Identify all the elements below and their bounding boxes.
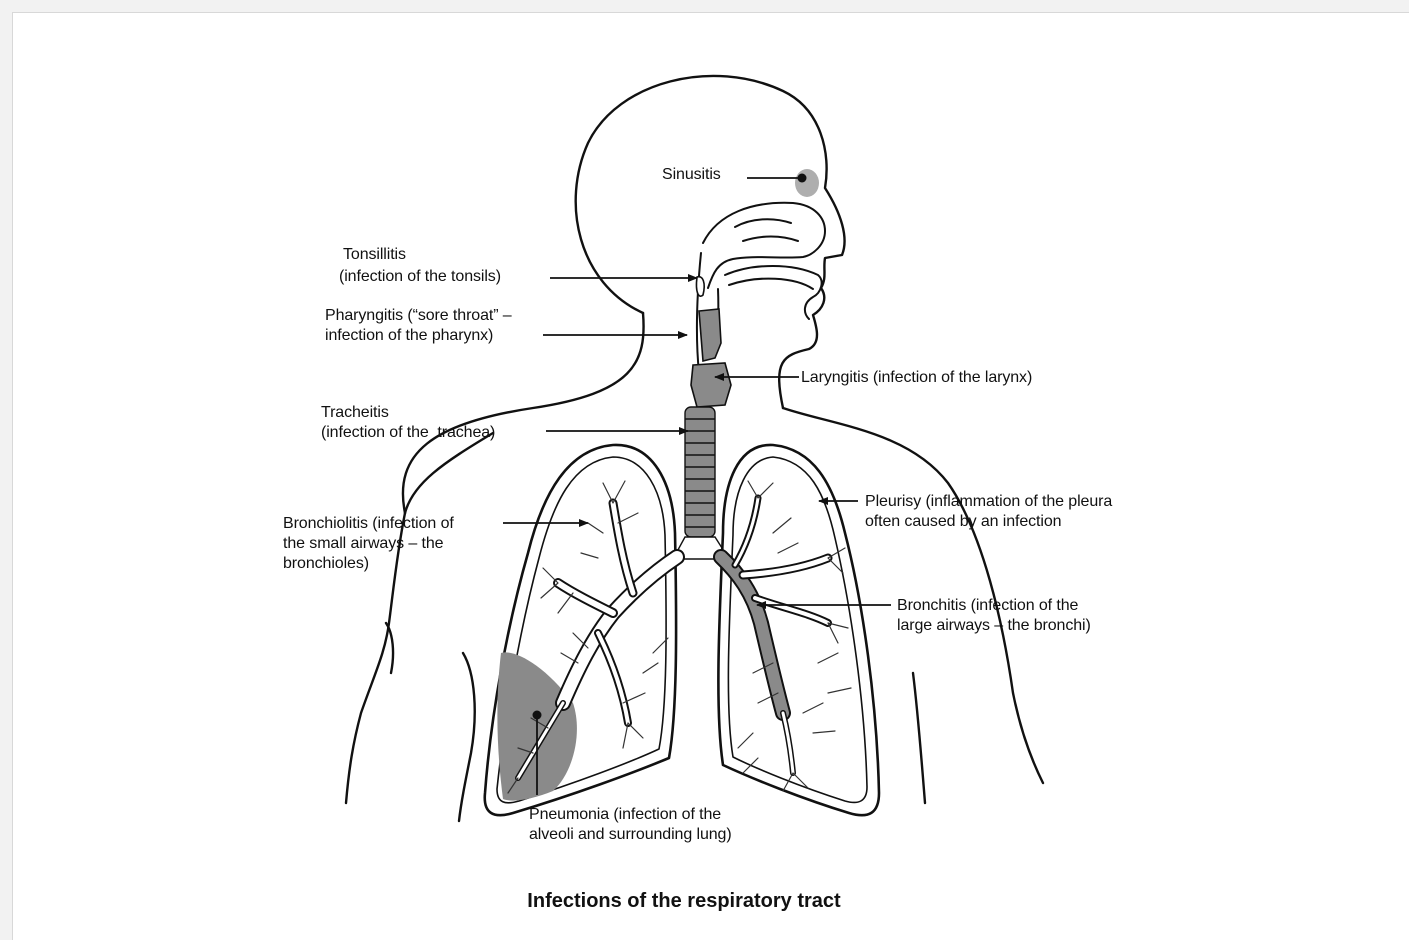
label-sinusitis: Sinusitis: [662, 165, 721, 185]
sinus-shaded: [795, 169, 819, 197]
label-bronchitis-line2: large airways – the bronchi): [897, 616, 1091, 636]
label-pharyngitis-line2: infection of the pharynx): [325, 326, 493, 346]
trachea: [673, 407, 729, 559]
diagram-canvas: Sinusitis Tonsillitis (infection of the …: [12, 12, 1409, 940]
label-bronchiolitis-line2: the small airways – the: [283, 534, 443, 554]
torso-right: [913, 673, 925, 803]
label-pleurisy-line2: often caused by an infection: [865, 512, 1061, 532]
oral-cavity-outline: [725, 266, 822, 319]
pharynx-shaded: [699, 309, 721, 361]
label-bronchiolitis-line1: Bronchiolitis (infection of: [283, 514, 454, 534]
label-pharyngitis-line1: Pharyngitis (“sore throat” –: [325, 306, 512, 326]
label-tracheitis-desc: (infection of the trachea): [321, 423, 495, 443]
label-bronchiolitis-line3: bronchioles): [283, 554, 369, 574]
label-bronchitis-line1: Bronchitis (infection of the: [897, 596, 1078, 616]
diagram-caption: Infections of the respiratory tract: [13, 890, 1355, 913]
label-tonsillitis-desc: (infection of the tonsils): [339, 267, 501, 287]
label-tonsillitis-title: Tonsillitis: [343, 245, 406, 265]
sinusitis-dot: [798, 174, 807, 183]
label-pneumonia-line1: Pneumonia (infection of the: [529, 805, 721, 825]
torso-left: [459, 653, 475, 821]
right-lung-inner: [728, 457, 867, 802]
tongue-outline: [729, 279, 813, 289]
respiratory-tract-illustration: [13, 13, 1409, 940]
label-tracheitis-title: Tracheitis: [321, 403, 389, 423]
trachea-shaded: [685, 407, 715, 537]
label-pleurisy-line1: Pleurisy (inflammation of the pleura: [865, 492, 1112, 512]
label-laryngitis: Laryngitis (infection of the larynx): [801, 368, 1032, 388]
larynx-shaded: [691, 363, 731, 407]
shoulder-left-inner: [405, 433, 493, 513]
turbinate-1: [735, 219, 791, 227]
pneumonia-dot: [533, 711, 542, 720]
label-pneumonia-line2: alveoli and surrounding lung): [529, 825, 732, 845]
tonsil-shape: [696, 277, 704, 297]
nasal-cavity-outline: [703, 203, 825, 288]
right-bronchial-tree: [721, 481, 851, 791]
turbinate-2: [743, 237, 798, 242]
